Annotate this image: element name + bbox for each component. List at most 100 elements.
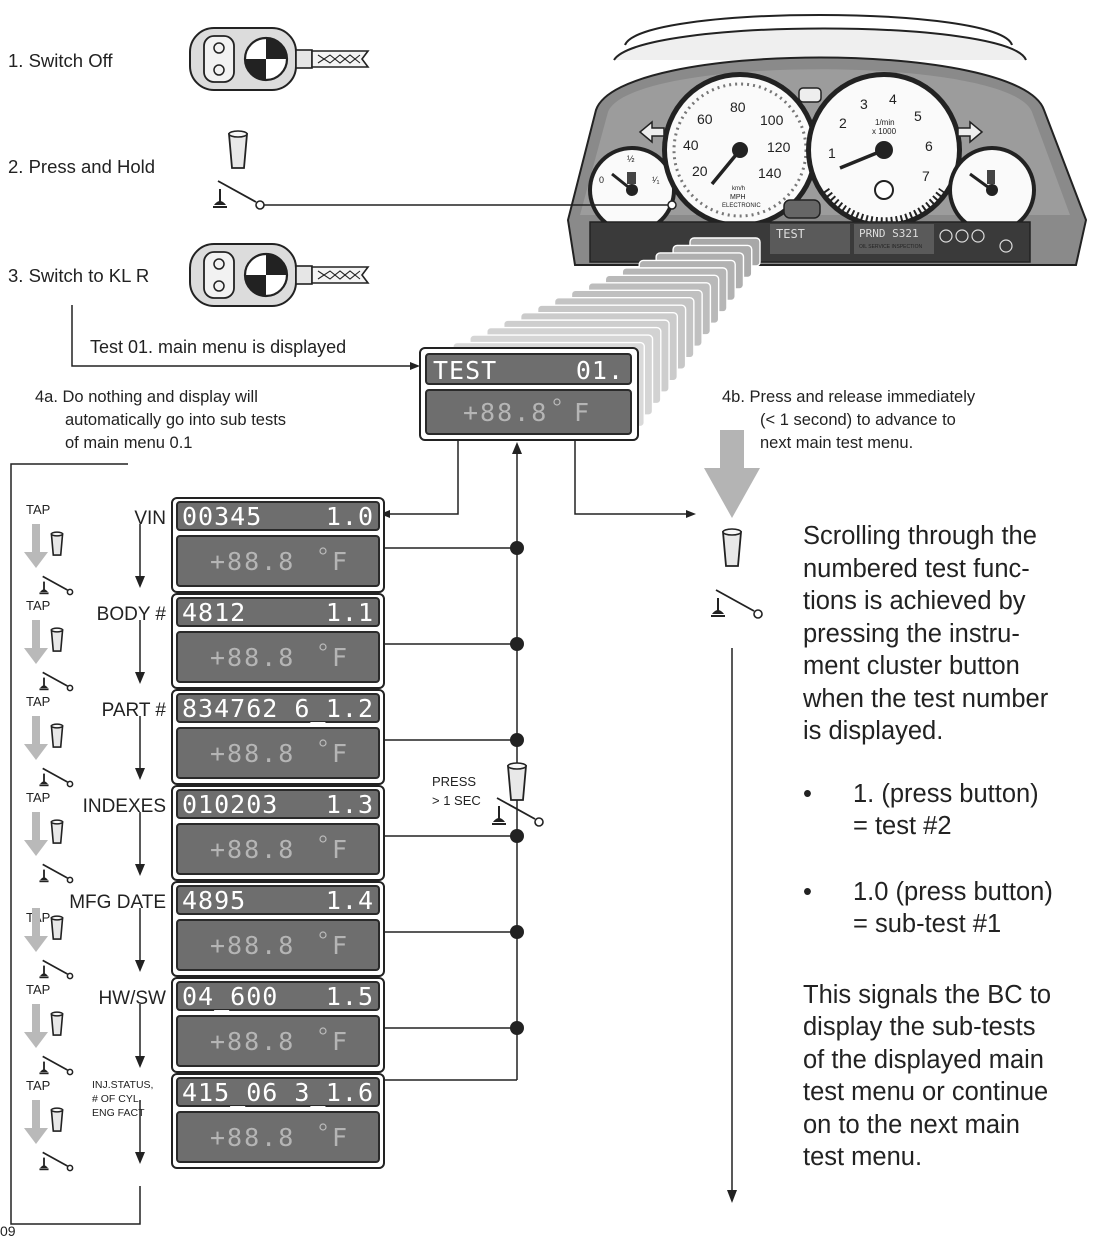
svg-text:1/min: 1/min [875,118,895,127]
press-duration-label: > 1 SEC [432,793,481,808]
bus-junction [510,1021,524,1035]
note-4a-line3: of main menu 0.1 [65,434,193,452]
note-4a-line1: 4a. Do nothing and display will [35,388,258,406]
svg-text:¹⁄₁: ¹⁄₁ [652,175,660,185]
subtest-value: +88.8 [210,643,295,672]
subtest-number: 1.5 [326,982,374,1011]
step-1-label: 1. Switch Off [8,50,113,71]
tach-number: 3 [860,96,868,112]
tap-button-icon [22,522,75,596]
flow-arrowhead [135,672,145,684]
main-display-unit: F [574,398,591,427]
tach-number: 5 [914,108,922,124]
speedo-number: 120 [767,139,791,155]
subtest-label: # OF CYL, [92,1093,142,1105]
switch-icon [710,589,763,619]
bullet-dot: • [803,877,812,906]
subtest-display-bottom [176,727,380,779]
subtest-unit: F [332,835,349,864]
degree-symbol [319,739,327,747]
tap-label: TAP [26,982,50,997]
ignition-key-icon [188,242,370,308]
subtest-unit: F [332,1123,349,1152]
subtest-unit: F [332,1027,349,1056]
flow-arrowhead [135,768,145,780]
tach-number: 7 [922,168,930,184]
subtest-display-top [176,693,380,723]
subtest-label: ENG FACT [92,1107,145,1119]
subtest-number: 1.0 [326,502,374,531]
speedometer: 20 40 60 80 100 120 140 km/h MPH ELECTRO… [662,72,818,228]
bus-junction [510,541,524,555]
flow-arrowhead [135,1056,145,1068]
cluster-lcd-test: TEST [776,227,805,241]
subtest-value: +88.8 [210,931,295,960]
degree-symbol [319,643,327,651]
subtest-label: VIN [134,508,166,529]
subtest-display-bottom [176,1111,380,1163]
tach-number: 1 [828,145,836,161]
speedo-number: 60 [697,111,713,127]
main-display-test-label: TEST [433,356,497,385]
degree-symbol [319,835,327,843]
subtest-unit: F [332,643,349,672]
advance-arrow [704,430,760,518]
subtest-display-bottom [176,919,380,971]
subtest-display-bottom [176,631,380,683]
connector-to-next-menu [574,440,690,515]
note-4b-line2: (< 1 second) to advance to [760,411,956,429]
subtest-code: 834762 6_ [182,694,326,723]
tap-button-icon [22,1002,75,1076]
degree-symbol [319,547,327,555]
ignition-key-icon [188,26,370,92]
subtest-number: 1.2 [326,694,374,723]
svg-text:km/h: km/h [732,186,745,192]
svg-text:0: 0 [599,175,604,185]
step-3-label: 3. Switch to KL R [8,265,149,286]
note-4b-line1: 4b. Press and release immediately [722,388,976,406]
flow-arrowhead [135,864,145,876]
subtest-value: +88.8 [210,835,295,864]
subtest-display-top [176,885,380,915]
subtest-label: MFG DATE [69,892,166,913]
tach-number: 2 [839,115,847,131]
subtest-number: 1.1 [326,598,374,627]
main-menu-note: Test 01. main menu is displayed [90,337,346,357]
tap-button-icon [22,1098,75,1172]
switch-icon [212,180,265,210]
tap-label: TAP [26,1078,50,1093]
speedo-number: 20 [692,163,708,179]
svg-text:x 1000: x 1000 [872,127,897,136]
subtest-code: 04_600 [182,982,278,1011]
signal-paragraph: This signals the BC to display the sub-t… [803,980,1052,1172]
subtest-value: +88.8 [210,739,295,768]
subtest-display-top [176,789,380,819]
speedo-number: 100 [760,112,784,128]
bus-junction [510,829,524,843]
tap-label: TAP [26,694,50,709]
subtest-unit: F [332,931,349,960]
subtest-code: 4812 [182,598,246,627]
subtest-code: 010203 [182,790,278,819]
subtest-unit: F [332,547,349,576]
step-2-label: 2. Press and Hold [8,156,155,177]
speedo-number: 140 [758,165,782,181]
flow-arrowhead [135,1152,145,1164]
subtest-value: +88.8 [210,1123,295,1152]
cluster-button-icon [722,528,742,567]
subtest-number: 1.3 [326,790,374,819]
subtest-display-top [176,597,380,627]
main-test-display: TEST 01. +88.8 F [419,347,639,441]
speedo-number: 40 [683,137,699,153]
subtest-display-bottom [176,823,380,875]
intro-paragraph: Scrolling through the numbered test func… [803,522,1049,745]
subtest-code: 415_06 3_ [182,1078,326,1107]
subtest-label: INDEXES [83,796,166,817]
bus-junction [510,925,524,939]
note-4a-line2: automatically go into sub tests [65,411,286,429]
